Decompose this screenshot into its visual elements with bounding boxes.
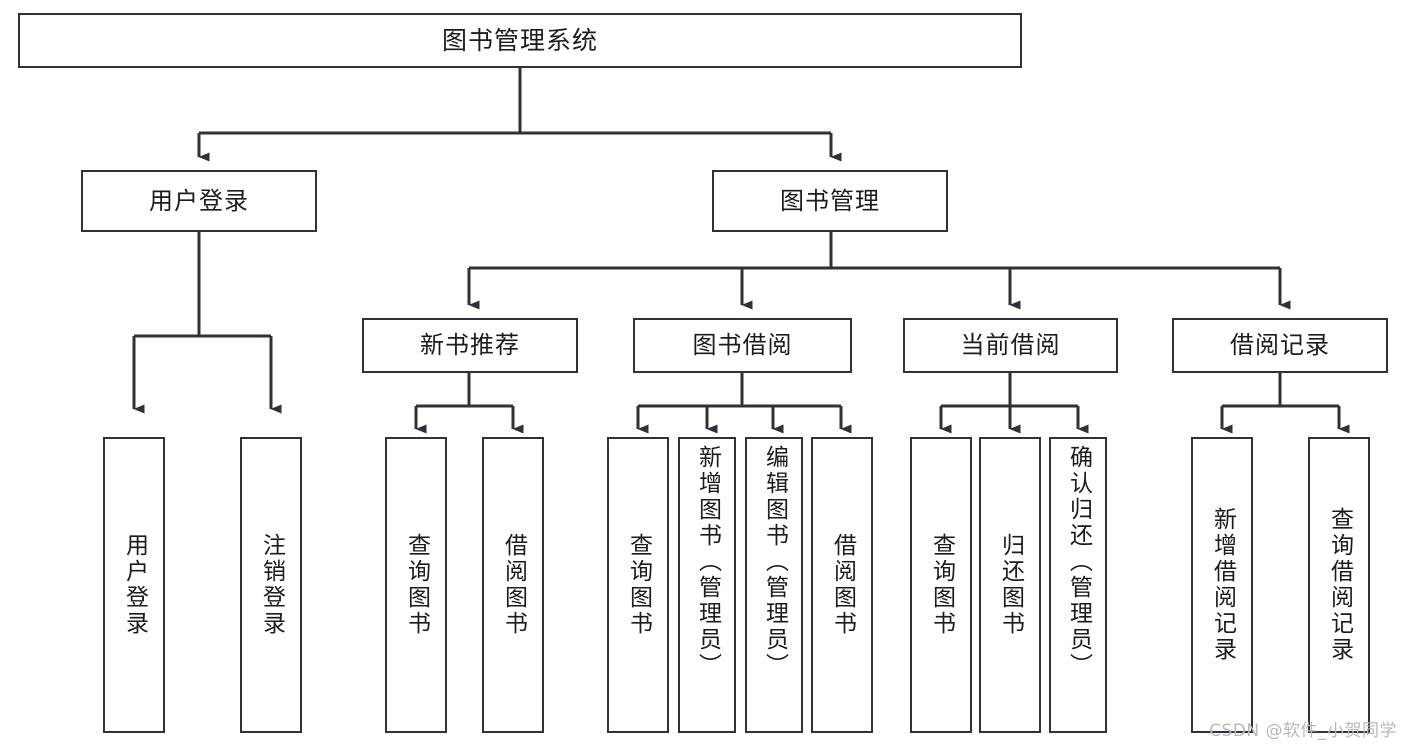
leaf-borrow-books-borrow[interactable]: 借阅图书 [811, 437, 873, 733]
leaf-user-login-label: 用户登录 [121, 533, 148, 637]
leaf-user-logout-label: 注销登录 [258, 533, 285, 637]
node-current-borrow-label: 当前借阅 [960, 331, 1061, 360]
leaf-confirm-return-admin-label: 确认归还（管理员） [1065, 445, 1092, 679]
node-borrow-records[interactable]: 借阅记录 [1172, 318, 1388, 373]
node-book-borrow[interactable]: 图书借阅 [633, 318, 852, 373]
leaf-borrow-books-borrow-label: 借阅图书 [829, 533, 856, 637]
node-user-login[interactable]: 用户登录 [81, 170, 317, 232]
leaf-edit-book-admin[interactable]: 编辑图书（管理员） [745, 437, 803, 733]
node-book-management-label: 图书管理 [780, 186, 880, 215]
leaf-query-borrow-record-label: 查询借阅记录 [1326, 507, 1353, 663]
leaf-borrow-books-newbook[interactable]: 借阅图书 [482, 437, 544, 733]
node-new-book-recommend[interactable]: 新书推荐 [362, 318, 578, 373]
leaf-query-books-current[interactable]: 查询图书 [910, 437, 972, 733]
leaf-query-books-newbook-label: 查询图书 [403, 533, 430, 637]
leaf-confirm-return-admin[interactable]: 确认归还（管理员） [1049, 437, 1107, 733]
leaf-edit-book-admin-label: 编辑图书（管理员） [761, 445, 788, 679]
node-user-login-label: 用户登录 [149, 186, 249, 215]
leaf-query-books-borrow[interactable]: 查询图书 [607, 437, 669, 733]
csdn-watermark: CSDN @软件_小贺同学 [1209, 721, 1397, 741]
leaf-add-borrow-record-label: 新增借阅记录 [1209, 507, 1236, 663]
leaf-return-books-label: 归还图书 [997, 533, 1024, 637]
leaf-query-borrow-record[interactable]: 查询借阅记录 [1308, 437, 1370, 733]
leaf-query-books-newbook[interactable]: 查询图书 [385, 437, 447, 733]
node-new-book-recommend-label: 新书推荐 [420, 331, 520, 360]
node-book-borrow-label: 图书借阅 [692, 331, 793, 360]
node-root[interactable]: 图书管理系统 [18, 13, 1022, 68]
leaf-query-books-borrow-label: 查询图书 [625, 533, 652, 637]
node-borrow-records-label: 借阅记录 [1230, 331, 1330, 360]
leaf-borrow-books-newbook-label: 借阅图书 [500, 533, 527, 637]
leaf-user-logout[interactable]: 注销登录 [240, 437, 302, 733]
leaf-add-book-admin[interactable]: 新增图书（管理员） [678, 437, 736, 733]
leaf-add-book-admin-label: 新增图书（管理员） [694, 445, 721, 679]
node-root-label: 图书管理系统 [441, 25, 598, 55]
leaf-user-login[interactable]: 用户登录 [103, 437, 165, 733]
leaf-query-books-current-label: 查询图书 [928, 533, 955, 637]
leaf-add-borrow-record[interactable]: 新增借阅记录 [1191, 437, 1253, 733]
node-book-management[interactable]: 图书管理 [712, 170, 948, 232]
leaf-return-books[interactable]: 归还图书 [979, 437, 1041, 733]
node-current-borrow[interactable]: 当前借阅 [903, 318, 1118, 373]
